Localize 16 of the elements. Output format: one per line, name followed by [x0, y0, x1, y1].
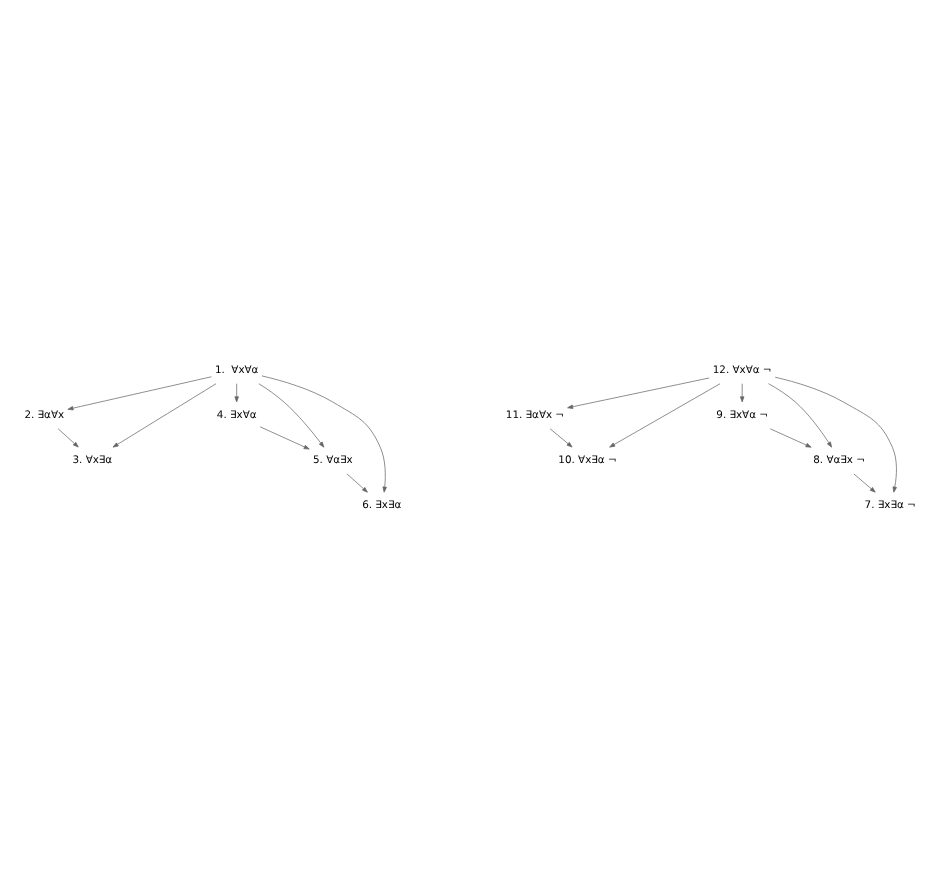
arrow	[234, 382, 239, 402]
arrow	[853, 472, 876, 492]
arrow	[769, 427, 812, 447]
arrow	[259, 425, 310, 449]
arrow	[774, 375, 897, 492]
arrow	[112, 382, 217, 447]
arrow	[261, 374, 387, 492]
arrow	[567, 376, 710, 408]
arrow	[258, 382, 325, 447]
arrow	[609, 382, 721, 447]
arrow	[549, 427, 573, 447]
arrow	[768, 382, 832, 447]
arrow	[740, 382, 745, 402]
arrow	[346, 472, 368, 492]
arrow	[57, 427, 79, 447]
arrow	[67, 375, 212, 410]
